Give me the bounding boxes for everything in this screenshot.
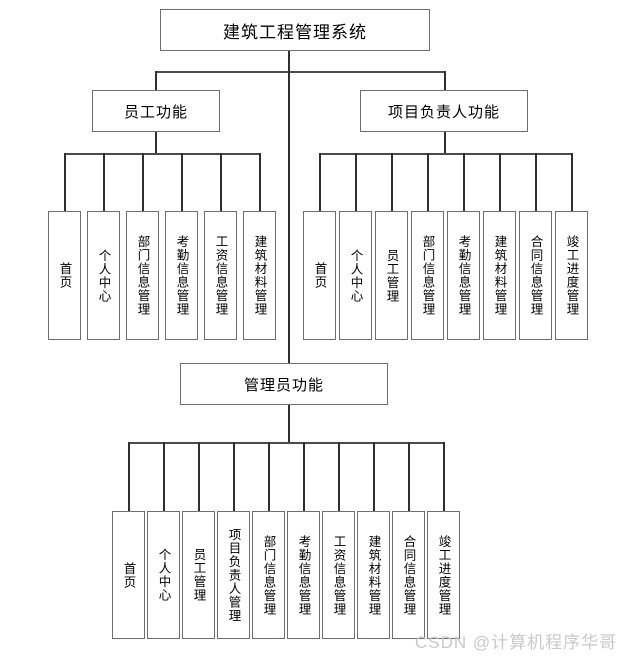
leaf-project-manager-6[interactable]: 合同信息管理 — [519, 211, 552, 340]
leaf-label: 个人中心 — [348, 248, 363, 303]
connector-drop-employee — [155, 71, 157, 92]
leaf-label: 竣工进度管理 — [564, 235, 579, 316]
connector-admin-leaf-drop — [373, 442, 375, 512]
connector-employee-leaf-drop — [181, 153, 183, 212]
leaf-label: 建筑材料管理 — [366, 534, 381, 616]
connector-administrator-bus — [128, 442, 445, 444]
connector-root-stem — [288, 51, 290, 72]
leaf-label: 部门信息管理 — [135, 235, 150, 316]
connector-admin-leaf-drop — [268, 442, 270, 512]
leaf-project-manager-2[interactable]: 员工管理 — [375, 211, 408, 340]
node-employee[interactable]: 员工功能 — [92, 90, 220, 132]
leaf-label: 个人中心 — [96, 248, 111, 303]
leaf-label: 员工管理 — [384, 248, 399, 303]
leaf-label: 工资信息管理 — [213, 235, 228, 316]
connector-employee-leaf-drop — [142, 153, 144, 212]
connector-employee-leaf-drop — [103, 153, 105, 212]
leaf-employee-2[interactable]: 部门信息管理 — [126, 211, 159, 340]
leaf-label: 建筑材料管理 — [492, 235, 507, 316]
leaf-label: 考勤信息管理 — [456, 235, 471, 316]
leaf-label: 首页 — [312, 262, 327, 289]
leaf-administrator-4[interactable]: 部门信息管理 — [252, 511, 285, 639]
connector-employee-leaf-drop — [220, 153, 222, 212]
leaf-administrator-6[interactable]: 工资信息管理 — [322, 511, 355, 639]
connector-project-manager-bus — [319, 153, 572, 155]
node-project-manager[interactable]: 项目负责人功能 — [360, 90, 528, 132]
connector-pm-leaf-drop — [571, 153, 573, 212]
leaf-employee-5[interactable]: 建筑材料管理 — [243, 211, 276, 340]
leaf-label: 员工管理 — [191, 548, 206, 602]
leaf-project-manager-5[interactable]: 建筑材料管理 — [483, 211, 516, 340]
leaf-project-manager-4[interactable]: 考勤信息管理 — [447, 211, 480, 340]
leaf-administrator-9[interactable]: 竣工进度管理 — [427, 511, 460, 639]
node-root-label: 建筑工程管理系统 — [223, 22, 367, 42]
node-administrator-label: 管理员功能 — [243, 376, 324, 394]
connector-admin-leaf-drop — [128, 442, 130, 512]
leaf-label: 考勤信息管理 — [174, 235, 189, 316]
leaf-employee-0[interactable]: 首页 — [48, 211, 81, 340]
leaf-administrator-5[interactable]: 考勤信息管理 — [287, 511, 320, 639]
leaf-employee-3[interactable]: 考勤信息管理 — [165, 211, 198, 340]
leaf-employee-4[interactable]: 工资信息管理 — [204, 211, 237, 340]
node-project-manager-label: 项目负责人功能 — [387, 103, 500, 121]
watermark: CSDN @计算机程序华哥 — [415, 628, 617, 653]
connector-pm-leaf-drop — [535, 153, 537, 212]
leaf-label: 竣工进度管理 — [436, 534, 451, 616]
leaf-administrator-0[interactable]: 首页 — [112, 511, 145, 639]
leaf-label: 首页 — [57, 262, 72, 289]
connector-level2-bus — [155, 71, 445, 73]
leaf-label: 工资信息管理 — [331, 534, 346, 616]
leaf-administrator-8[interactable]: 合同信息管理 — [392, 511, 425, 639]
leaf-project-manager-7[interactable]: 竣工进度管理 — [555, 211, 588, 340]
leaf-administrator-3[interactable]: 项目负责人管理 — [217, 511, 250, 639]
leaf-label: 首页 — [121, 561, 136, 589]
connector-employee-bus — [64, 153, 260, 155]
connector-admin-leaf-drop — [338, 442, 340, 512]
leaf-label: 考勤信息管理 — [296, 534, 311, 616]
leaf-label: 个人中心 — [156, 548, 171, 602]
connector-drop-administrator — [288, 71, 290, 364]
connector-administrator-stem — [288, 405, 290, 443]
connector-employee-leaf-drop — [259, 153, 261, 212]
leaf-project-manager-0[interactable]: 首页 — [303, 211, 336, 340]
leaf-label: 部门信息管理 — [420, 235, 435, 316]
leaf-administrator-2[interactable]: 员工管理 — [182, 511, 215, 639]
leaf-project-manager-1[interactable]: 个人中心 — [339, 211, 372, 340]
connector-pm-leaf-drop — [463, 153, 465, 212]
connector-pm-leaf-drop — [355, 153, 357, 212]
leaf-employee-1[interactable]: 个人中心 — [87, 211, 120, 340]
connector-admin-leaf-drop — [408, 442, 410, 512]
watermark-text: CSDN @计算机程序华哥 — [415, 633, 618, 652]
leaf-label: 建筑材料管理 — [252, 235, 267, 316]
leaf-label: 合同信息管理 — [401, 534, 416, 616]
leaf-administrator-1[interactable]: 个人中心 — [147, 511, 180, 639]
connector-drop-project-manager — [444, 71, 446, 92]
connector-admin-leaf-drop — [443, 442, 445, 512]
connector-employee-stem — [155, 132, 157, 154]
connector-employee-leaf-drop — [64, 153, 66, 212]
connector-project-manager-stem — [444, 132, 446, 154]
connector-pm-leaf-drop — [319, 153, 321, 212]
connector-pm-leaf-drop — [427, 153, 429, 212]
connector-admin-leaf-drop — [198, 442, 200, 512]
leaf-administrator-7[interactable]: 建筑材料管理 — [357, 511, 390, 639]
connector-admin-leaf-drop — [163, 442, 165, 512]
leaf-project-manager-3[interactable]: 部门信息管理 — [411, 211, 444, 340]
leaf-label: 部门信息管理 — [261, 534, 276, 616]
node-employee-label: 员工功能 — [123, 103, 188, 121]
leaf-label: 项目负责人管理 — [226, 527, 241, 623]
node-administrator[interactable]: 管理员功能 — [180, 363, 388, 405]
connector-pm-leaf-drop — [391, 153, 393, 212]
connector-pm-leaf-drop — [499, 153, 501, 212]
leaf-label: 合同信息管理 — [528, 235, 543, 316]
connector-admin-leaf-drop — [303, 442, 305, 512]
node-root[interactable]: 建筑工程管理系统 — [160, 9, 430, 51]
connector-admin-leaf-drop — [233, 442, 235, 512]
